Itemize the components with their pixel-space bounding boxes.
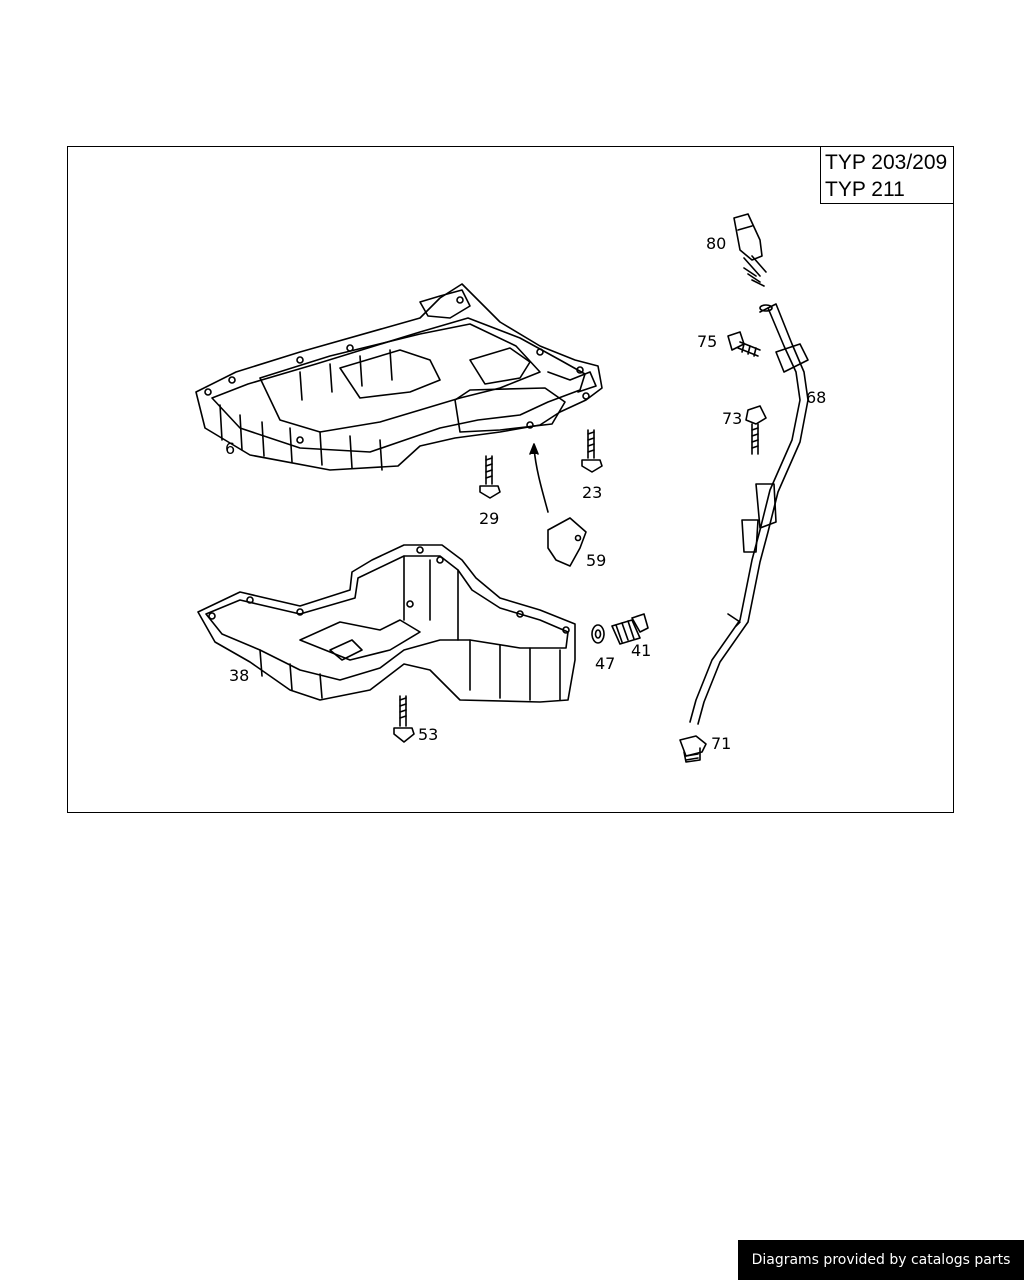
part-38-lower-oil-pan [197,544,576,703]
part-80-sensor [733,213,767,287]
type-label-2: TYP 211 [825,178,905,201]
part-23-bolt [581,429,603,473]
callout-38: 38 [229,666,249,685]
part-71-seal [679,735,707,763]
part-41-drain-plug [611,613,649,645]
footer-credit: Diagrams provided by catalogs parts [738,1240,1024,1280]
callout-6: 6 [225,439,235,458]
part-53-bolt [393,695,415,743]
part-75-screw [727,331,761,357]
assembly-arrow [529,443,549,513]
callout-41: 41 [631,641,651,660]
part-6-upper-oil-pan [195,283,603,471]
part-68-guide-tube [689,303,809,725]
callout-71: 71 [711,734,731,753]
part-59-cover [547,517,587,567]
part-73-bolt [745,405,767,455]
callout-73: 73 [722,409,742,428]
callout-80: 80 [706,234,726,253]
callout-29: 29 [479,509,499,528]
callout-47: 47 [595,654,615,673]
callout-68: 68 [806,388,826,407]
part-47-washer [591,624,605,644]
callout-53: 53 [418,725,438,744]
type-label-1: TYP 203/209 [825,151,948,174]
part-29-bolt [479,455,501,499]
callout-59: 59 [586,551,606,570]
callout-75: 75 [697,332,717,351]
callout-23: 23 [582,483,602,502]
type-label-box: TYP 203/209 TYP 211 [820,146,954,204]
